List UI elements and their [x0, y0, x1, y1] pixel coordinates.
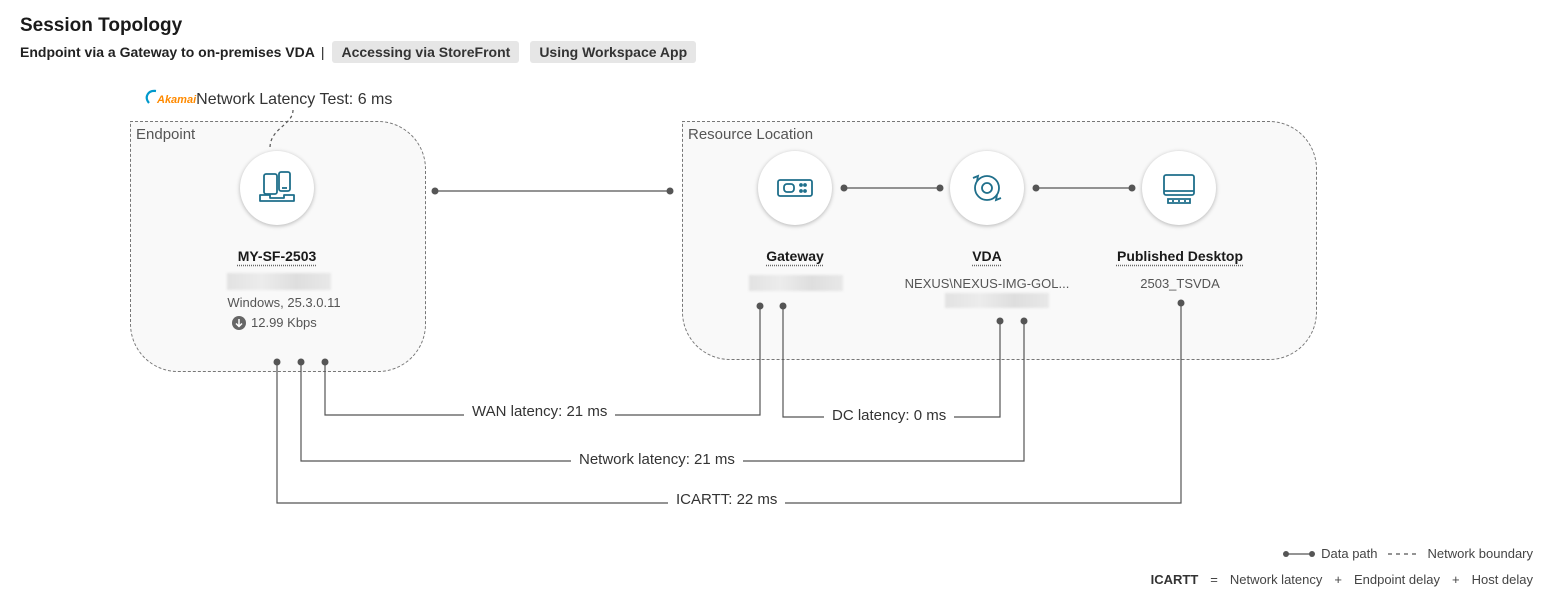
endpoint-path-dot: [431, 187, 439, 195]
wan-latency-label: WAN latency: 21 ms: [464, 403, 616, 420]
legend-endpoint-delay-term: Endpoint delay: [1353, 572, 1440, 587]
published-desktop-name[interactable]: Published Desktop: [1116, 248, 1244, 264]
network-latency-line: [300, 321, 1025, 462]
published-desktop-node[interactable]: [1142, 151, 1216, 225]
endpoint-icartt-dot: [273, 358, 281, 366]
icartt-label: ICARTT: 22 ms: [668, 491, 786, 508]
desktop-in-dot: [1128, 184, 1136, 192]
dc-latency-line: [782, 306, 1001, 418]
gateway-redacted-address: [749, 275, 843, 291]
legend-network-boundary: Network boundary: [1427, 546, 1534, 561]
vda-machine-name: NEXUS\NEXUS-IMG-GOL...: [904, 276, 1070, 291]
akamai-link-line: [269, 109, 294, 149]
gateway-name[interactable]: Gateway: [766, 248, 824, 264]
akamai-logo: Akamai: [157, 94, 197, 106]
wan-latency-line: [324, 306, 761, 416]
legend-paths: Data path Network boundary: [1282, 546, 1533, 561]
endpoint-os-version: Windows, 25.3.0.11: [227, 295, 341, 310]
endpoint-bandwidth-row: 12.99 Kbps: [232, 315, 317, 330]
vda-redacted-address: [945, 293, 1049, 308]
gateway-dc-dot: [779, 302, 787, 310]
endpoint-node[interactable]: [240, 151, 314, 225]
legend-data-path: Data path: [1321, 546, 1378, 561]
endpoint-redacted-ip: [227, 273, 331, 290]
legend-plus-2: +: [1451, 572, 1460, 587]
data-path-legend-icon: [1283, 550, 1316, 557]
gateway-in-dot: [666, 187, 674, 195]
gateway-node[interactable]: [758, 151, 832, 225]
akamai-latency-test: Akamai Network Latency Test: 6 ms: [145, 91, 392, 109]
legend-icartt-term: ICARTT: [1150, 572, 1199, 587]
resource-location-boundary-label: Resource Location: [688, 126, 814, 143]
chip-access-method: Accessing via StoreFront: [332, 41, 520, 63]
vda-name[interactable]: VDA: [972, 248, 1002, 264]
endpoint-wan-dot: [321, 358, 329, 366]
dc-latency-label: DC latency: 0 ms: [824, 407, 955, 424]
legend-plus-1: +: [1334, 572, 1342, 587]
endpoint-boundary-label: Endpoint: [136, 126, 196, 143]
vda-disk-icon: [972, 174, 1002, 202]
devices-icon: [259, 171, 295, 202]
gateway-wan-dot: [756, 302, 764, 310]
vda-in-dot: [936, 184, 944, 192]
network-boundary-legend-icon: [1387, 552, 1418, 555]
akamai-swoosh-icon: [145, 89, 157, 104]
gateway-icon: [777, 179, 813, 197]
gateway-out-dot: [840, 184, 848, 192]
monitor-icon: [1163, 174, 1195, 204]
subtitle-separator: |: [320, 44, 325, 60]
vda-out-dot: [1032, 184, 1040, 192]
legend-icartt-formula: ICARTT = Network latency + Endpoint dela…: [1151, 572, 1533, 587]
legend-host-delay-term: Host delay: [1471, 572, 1533, 587]
endpoint-name[interactable]: MY-SF-2503: [237, 248, 317, 264]
legend-equals: =: [1210, 572, 1218, 587]
endpoint-bandwidth: 12.99 Kbps: [251, 315, 317, 330]
vda-dc-dot: [996, 317, 1004, 325]
desktop-icartt-dot: [1177, 299, 1185, 307]
chip-client-app: Using Workspace App: [530, 41, 697, 63]
legend-network-latency-term: Network latency: [1229, 572, 1323, 587]
endpoint-network-dot: [297, 358, 305, 366]
topology-subtitle: Endpoint via a Gateway to on-premises VD…: [20, 44, 315, 60]
download-arrow-icon: [232, 315, 246, 330]
page-title: Session Topology: [20, 15, 183, 36]
published-desktop-detail: 2503_TSVDA: [1140, 276, 1220, 291]
vda-node[interactable]: [950, 151, 1024, 225]
akamai-latency-label: Network Latency Test: 6 ms: [196, 91, 393, 108]
vda-network-dot: [1020, 317, 1028, 325]
network-latency-label: Network latency: 21 ms: [571, 451, 743, 468]
icartt-line: [276, 303, 1182, 504]
subtitle-row: Endpoint via a Gateway to on-premises VD…: [20, 41, 707, 63]
